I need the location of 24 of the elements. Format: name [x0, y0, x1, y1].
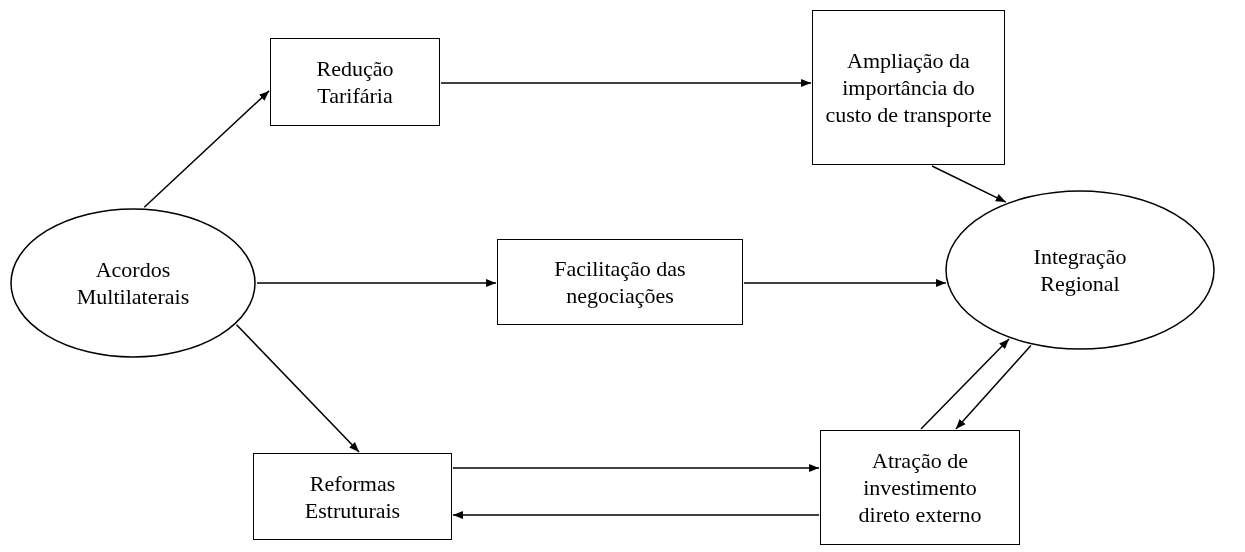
- arrow: [235, 323, 360, 453]
- node-label: Redução Tarifária: [315, 55, 395, 109]
- arrow: [256, 279, 497, 287]
- ellipse-node: [10, 208, 256, 358]
- process-box: [497, 239, 743, 325]
- node-label: Facilitação das negociações: [553, 255, 687, 309]
- arrow: [955, 344, 1032, 430]
- node-label: Integração Regional: [1032, 243, 1128, 297]
- arrow: [452, 511, 820, 519]
- node-label: Atração de investimento direto externo: [857, 447, 983, 528]
- process-box: [820, 430, 1020, 545]
- node-label: Acordos Multilaterais: [75, 256, 191, 310]
- ellipse-node: [945, 190, 1215, 350]
- arrow: [931, 165, 1007, 203]
- process-box: [270, 38, 440, 126]
- node-label: Ampliação da importância do custo de transporte: [824, 47, 993, 128]
- arrow: [920, 338, 1010, 430]
- arrow: [743, 279, 947, 287]
- process-box: [812, 10, 1005, 165]
- node-label: Reformas Estruturais: [303, 469, 402, 524]
- process-box: [253, 453, 452, 540]
- arrow: [440, 79, 812, 87]
- arrow: [452, 464, 820, 472]
- arrow: [143, 90, 270, 209]
